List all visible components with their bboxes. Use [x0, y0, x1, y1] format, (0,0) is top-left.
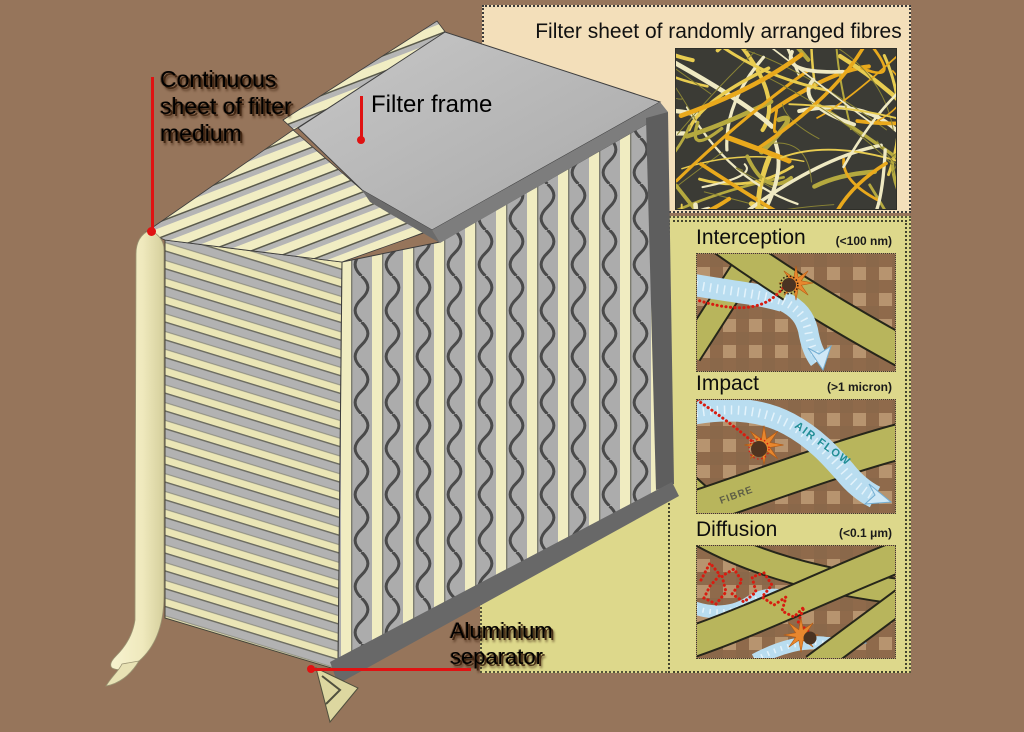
- mechanism-size-diffusion: (<0.1 μm): [838, 526, 892, 540]
- particle-trajectory: [697, 286, 785, 310]
- mechanism-size-interception: (<100 nm): [835, 234, 892, 248]
- fibre-strand: [678, 52, 804, 118]
- particle: [751, 441, 767, 457]
- mechanism-title-impact: Impact: [696, 372, 760, 395]
- air-flow-ribbon: [697, 274, 787, 312]
- hanging-sheet-curl: [105, 660, 140, 687]
- fibre-strand: [769, 77, 893, 166]
- air-flow-arrow: [863, 483, 893, 505]
- fibre-strand: [860, 44, 886, 75]
- label-line: Continuous: [160, 66, 277, 92]
- left-pleats-face: [164, 239, 343, 671]
- air-flow-arrow: [807, 344, 832, 371]
- air-flow-ribbon: [697, 400, 881, 508]
- leader-line-aluminium-separator: [311, 668, 471, 671]
- leader-dot-aluminium-separator: [307, 665, 315, 673]
- hanging-sheet: [110, 229, 165, 670]
- fibre-strand: [788, 103, 899, 120]
- mechanism-title-diffusion: Diffusion: [696, 518, 778, 541]
- filter-frame-skirt-left: [362, 190, 440, 243]
- particle: [803, 631, 817, 645]
- bottom-pleat-wave: [321, 675, 342, 705]
- particle-outline: [779, 275, 799, 295]
- label-continuous-sheet: Continuous sheet of filter medium: [160, 66, 350, 147]
- fibre-strand: [670, 175, 785, 214]
- fibre-strand: [676, 51, 755, 135]
- fibre-strand: [735, 167, 775, 190]
- fibre-strand: [725, 135, 792, 164]
- interception-illustration: [696, 253, 896, 372]
- diffusion-illustration: [696, 545, 896, 659]
- particle-trajectory: [697, 400, 757, 446]
- fibre-strand: [772, 108, 779, 134]
- mechanism-title-interception: Interception: [696, 226, 806, 249]
- mechanism-size-impact: (>1 micron): [826, 380, 892, 394]
- fibre-strand: [842, 92, 899, 169]
- fibre-strand: [687, 66, 771, 132]
- bottom-edge-beam: [330, 482, 679, 684]
- fibre-strand: [693, 120, 724, 143]
- fibre-band-main: [697, 425, 895, 513]
- particle: [782, 278, 796, 292]
- right-edge-beam: [646, 112, 674, 490]
- fibre-strand: [745, 154, 793, 186]
- fibre-strand: [759, 115, 791, 155]
- filter-frame-skirt: [432, 102, 668, 243]
- brownian-trajectory: [699, 560, 810, 633]
- label-line: medium: [160, 120, 242, 146]
- fibre-strand: [842, 157, 879, 202]
- fibre-strand: [698, 165, 794, 186]
- particle-outline: [748, 438, 770, 460]
- leader-line-continuous-sheet: [151, 77, 154, 229]
- leader-dot-continuous-sheet: [147, 227, 156, 236]
- label-line: sheet of filter: [160, 93, 292, 119]
- fibre-strand: [788, 49, 845, 74]
- label-filter-frame: Filter frame: [371, 91, 493, 118]
- label-aluminium-separator: Aluminium separator: [450, 618, 553, 670]
- label-line: Aluminium: [450, 618, 553, 643]
- bottom-pleat-tip: [315, 667, 359, 724]
- leader-line-filter-frame: [360, 96, 363, 138]
- fiber-sheet-panel-title: Filter sheet of randomly arranged fibres: [535, 20, 902, 43]
- fibre-strand: [766, 43, 874, 125]
- leader-dot-filter-frame: [357, 136, 365, 144]
- fibre-band-main: [697, 546, 895, 656]
- fibre-band: [806, 591, 895, 658]
- fibre-strand: [766, 142, 812, 183]
- label-line: separator: [450, 644, 543, 669]
- fibre-band: [699, 546, 895, 603]
- impact-illustration: AIR FLOW FIBRE: [696, 399, 896, 514]
- fibre-strand: [812, 169, 878, 189]
- fibre-strand: [701, 163, 748, 189]
- capture-mechanisms-panel: Interception (<100 nm) Impact (>1 mic: [668, 220, 907, 673]
